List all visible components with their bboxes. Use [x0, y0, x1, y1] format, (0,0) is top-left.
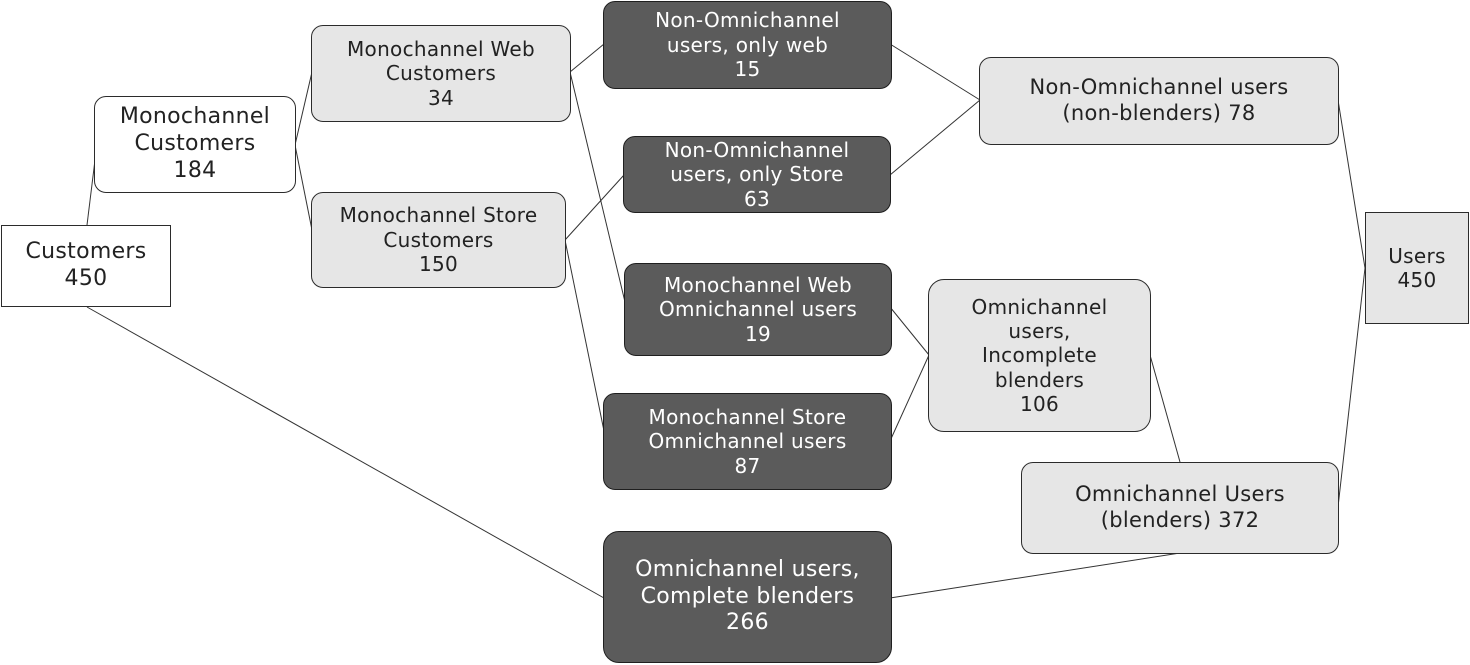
link-monochannel-store: [294, 144, 313, 231]
node-omnichannel-users-blenders: Omnichannel Users (blenders) 372: [1021, 462, 1339, 554]
link-monostore-incomplete: [889, 354, 930, 442]
link-store-monostore-omni: [564, 239, 605, 432]
link-nonusers-users: [1337, 99, 1366, 269]
link-incomplete-omniusers: [1149, 354, 1181, 463]
node-non-omnichannel-only-web: Non-Omnichannel users, only web 15: [603, 1, 892, 89]
node-monochannel-store-customers: Monochannel Store Customers 150: [311, 192, 566, 288]
link-monoweb-incomplete: [889, 306, 930, 356]
link-store-nonomni-store: [564, 174, 625, 241]
node-non-omnichannel-users: Non-Omnichannel users (non-blenders) 78: [979, 57, 1339, 145]
node-omnichannel-complete-blenders: Omnichannel users, Complete blenders 266: [603, 531, 892, 663]
node-monochannel-customers: Monochannel Customers 184: [94, 96, 296, 193]
node-monochannel-web-omnichannel: Monochannel Web Omnichannel users 19: [624, 263, 892, 356]
link-nonomni-web-nonusers: [889, 43, 981, 101]
link-omniusers-users: [1337, 267, 1366, 508]
link-monochannel-web: [294, 71, 313, 146]
node-users: Users 450: [1365, 212, 1469, 324]
node-omnichannel-incomplete-blenders: Omnichannel users, Incomplete blenders 1…: [928, 279, 1151, 432]
link-web-nonomni-web: [569, 43, 605, 73]
node-monochannel-store-omnichannel: Monochannel Store Omnichannel users 87: [603, 393, 892, 490]
node-customers: Customers 450: [1, 225, 171, 307]
node-monochannel-web-customers: Monochannel Web Customers 34: [311, 25, 571, 122]
link-web-monoweb-omni: [569, 71, 626, 303]
link-nonomni-store-nonusers: [889, 99, 981, 176]
link-customers-monochannel: [86, 159, 96, 226]
link-complete-omniusers: [889, 552, 1181, 599]
link-customers-complete: [86, 306, 605, 599]
node-non-omnichannel-only-store: Non-Omnichannel users, only Store 63: [623, 136, 891, 213]
